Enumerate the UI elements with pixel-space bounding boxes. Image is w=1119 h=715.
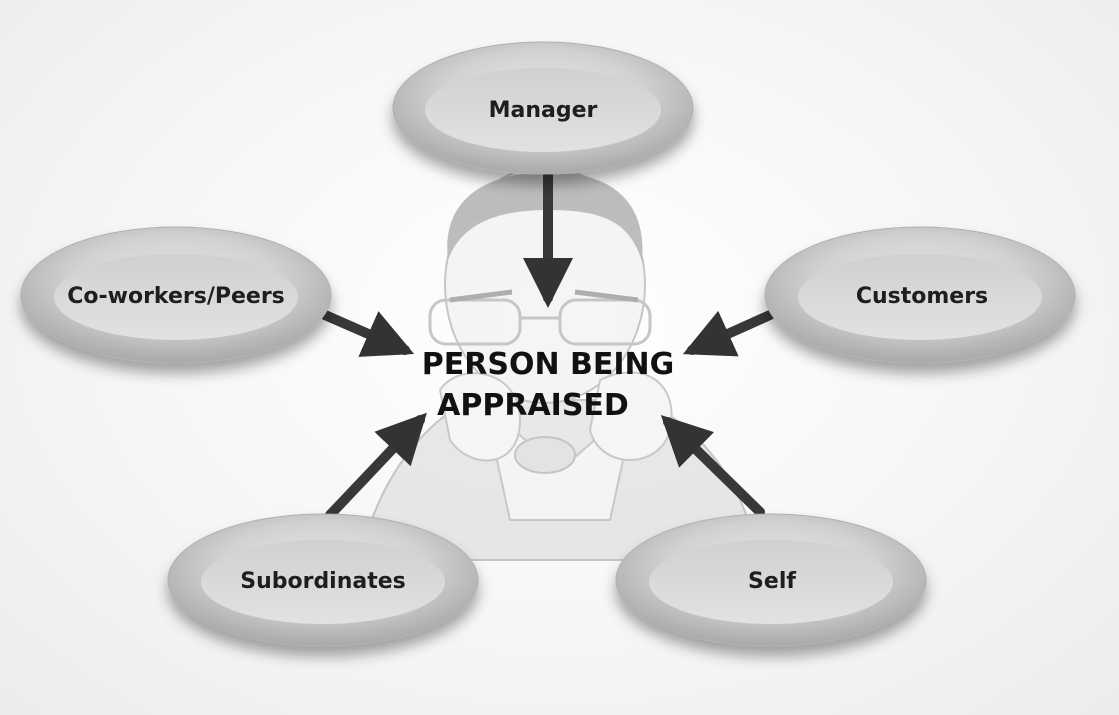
manager-label: Manager	[489, 98, 598, 123]
arrows	[320, 170, 775, 520]
subordinates-label: Subordinates	[240, 569, 406, 594]
node-subordinates	[167, 513, 479, 647]
arrow-self	[660, 415, 765, 517]
node-self	[615, 513, 927, 647]
node-customers	[764, 226, 1076, 364]
self-label: Self	[748, 569, 796, 594]
center-label-line2: APPRAISED	[437, 388, 629, 423]
peers-label: Co-workers/Peers	[67, 284, 285, 309]
center-label-line1: PERSON BEING	[422, 347, 675, 382]
arrow-customers	[682, 310, 775, 357]
node-manager	[392, 41, 694, 175]
arrow-subordinates	[325, 412, 427, 520]
node-peers	[20, 226, 332, 364]
arrow-peers	[320, 310, 415, 357]
customers-label: Customers	[856, 284, 988, 309]
